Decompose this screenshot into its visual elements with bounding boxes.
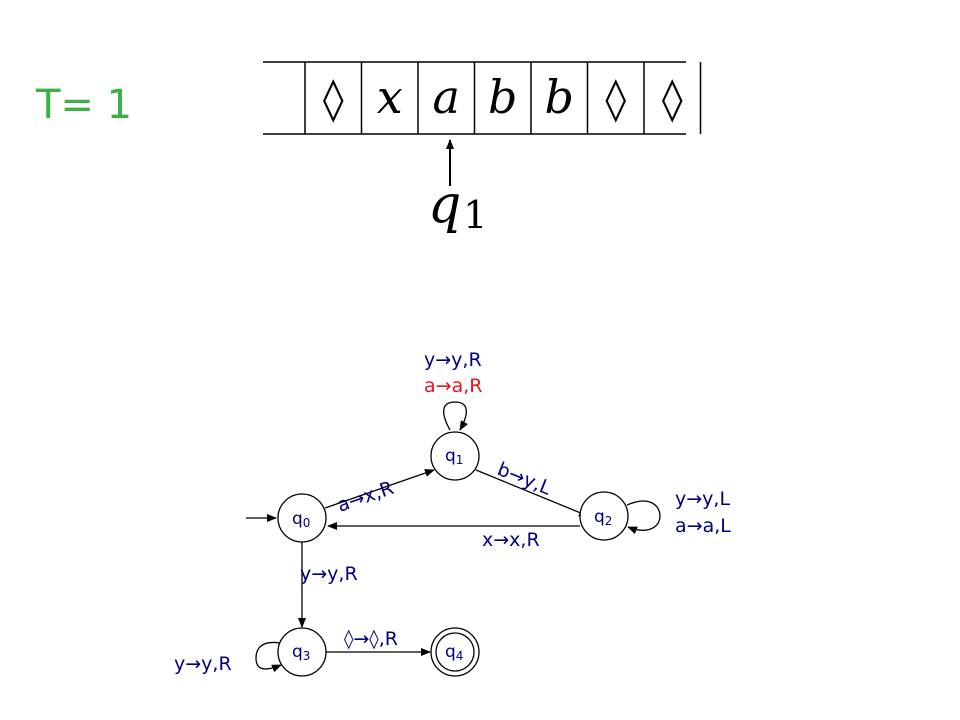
edge-q0-q1 xyxy=(324,469,435,509)
label-q2-q0: x→x,R xyxy=(482,529,540,551)
edge-q1-q2 xyxy=(475,469,589,517)
svg-text:q4: q4 xyxy=(445,642,463,663)
state-q2: q2 xyxy=(579,491,629,541)
svg-text:q3: q3 xyxy=(292,642,310,663)
label-q3-q4: ◊→◊,R xyxy=(344,628,398,650)
time-label: T= 1 xyxy=(35,82,132,128)
transition-edges xyxy=(246,401,661,673)
svg-text:q0: q0 xyxy=(292,509,310,530)
tape-cell-3: b xyxy=(488,70,517,124)
tape-cell-6: ◊ xyxy=(662,74,683,123)
tape-head: q1 xyxy=(428,139,487,237)
state-q0: q0 xyxy=(277,493,327,543)
state-q3: q3 xyxy=(277,627,327,677)
edge-q2-self xyxy=(626,500,661,535)
state-q1: q1 xyxy=(430,431,480,481)
state-q4: q4 xyxy=(430,627,480,677)
label-q1-q2: b→y,L xyxy=(494,458,554,499)
label-q2-self-1: y→y,L xyxy=(675,488,730,510)
label-q2-self-2: a→a,L xyxy=(675,515,731,537)
edge-q3-self xyxy=(255,641,282,673)
tape-cell-1: x xyxy=(377,70,403,124)
edge-q1-self xyxy=(443,401,468,431)
tape-cell-4: b xyxy=(545,70,574,124)
states: q0 q1 q2 q3 q4 xyxy=(277,431,629,677)
tape-cell-2: a xyxy=(433,70,460,124)
tape-cell-5: ◊ xyxy=(605,74,626,123)
tape-cell-0: ◊ xyxy=(323,74,344,123)
svg-text:q2: q2 xyxy=(594,507,612,528)
label-q1-self-1: y→y,R xyxy=(424,349,482,371)
label-q1-self-2: a→a,R xyxy=(424,375,482,397)
transition-labels: y→y,R a→a,R a→x,R b→y,L y→y,L a→a,L x→x,… xyxy=(174,349,731,675)
label-q0-q1: a→x,R xyxy=(334,477,396,517)
head-state-label: q1 xyxy=(428,175,487,237)
svg-text:q1: q1 xyxy=(445,446,463,467)
label-q0-q3: y→y,R xyxy=(300,563,358,585)
label-q3-self: y→y,R xyxy=(174,653,232,675)
